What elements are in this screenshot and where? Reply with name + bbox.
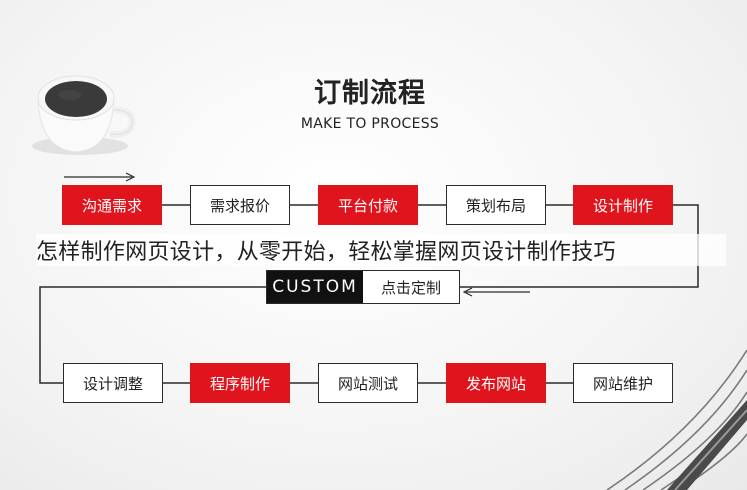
top-arrow-head — [125, 172, 136, 182]
step-label: 平台付款 — [337, 196, 398, 215]
step-label: 程序制作 — [209, 374, 270, 393]
step-payment: 平台付款 — [318, 185, 418, 225]
step-planning-layout: 策划布局 — [446, 185, 546, 225]
step-design-adjustment: 设计调整 — [63, 363, 163, 403]
custom-sublabel: 点击定制 — [380, 278, 441, 297]
coffee-cup-image — [32, 75, 136, 155]
custom-arrow-head — [462, 287, 473, 297]
custom-label: CUSTOM — [267, 271, 363, 303]
custom-button[interactable]: CUSTOM 点击定制 — [266, 270, 460, 304]
step-label: 设计制作 — [592, 196, 653, 215]
connector-left-loop — [39, 286, 266, 384]
step-site-testing: 网站测试 — [318, 363, 418, 403]
step-label: 网站维护 — [592, 374, 653, 393]
step-label: 设计调整 — [82, 374, 143, 393]
overlay-caption: 怎样制作网页设计，从零开始，轻松掌握网页设计制作技巧 — [36, 234, 726, 266]
step-communicate-needs: 沟通需求 — [62, 185, 162, 225]
step-design: 设计制作 — [573, 185, 673, 225]
pen-notebook-image — [606, 349, 747, 490]
step-label: 策划布局 — [465, 196, 526, 215]
step-label: 需求报价 — [209, 196, 270, 215]
step-programming: 程序制作 — [190, 363, 290, 403]
title-block: 订制流程 MAKE TO PROCESS — [280, 78, 460, 132]
page-title: 订制流程 — [314, 78, 426, 109]
step-label: 沟通需求 — [81, 196, 142, 215]
step-quote: 需求报价 — [190, 185, 290, 225]
step-publish-site: 发布网站 — [446, 363, 546, 403]
page-subtitle: MAKE TO PROCESS — [300, 116, 440, 132]
step-label: 发布网站 — [465, 374, 526, 393]
step-site-maintenance: 网站维护 — [573, 363, 673, 403]
step-label: 网站测试 — [337, 374, 398, 393]
